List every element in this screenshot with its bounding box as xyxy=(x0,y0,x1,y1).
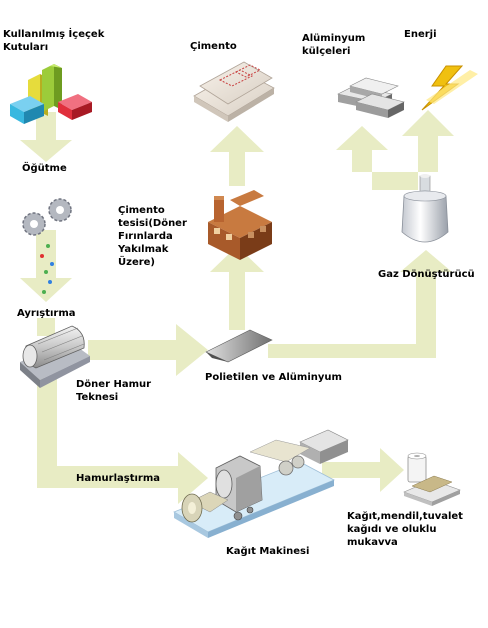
label-energy: Enerji xyxy=(404,29,437,40)
arrow-converter-to-energy xyxy=(402,110,454,172)
arrow-to-products xyxy=(322,448,404,492)
lightning-icon xyxy=(421,65,478,111)
label-cement-plant: Çimento tesisi(Döner Fırınlarda Yakılmak… xyxy=(118,205,187,268)
paper-products-icon xyxy=(403,452,461,506)
factory-icon xyxy=(208,190,272,260)
rotary-drum-icon xyxy=(20,325,90,388)
arrow-grinding-to-separation xyxy=(20,230,72,302)
arrow-polyethylene-to-converter xyxy=(268,250,452,358)
label-used-beverage-cans: Kullanılmış İçeçek Kutuları xyxy=(3,29,105,53)
gas-converter-icon xyxy=(401,174,449,243)
label-paper-products: Kağıt,mendil,tuvalet kağıdı ve oluklu mu… xyxy=(347,511,463,548)
label-gas-converter: Gaz Dönüştürücü xyxy=(378,269,475,280)
gears-icon xyxy=(22,198,72,294)
cans-icon xyxy=(10,64,92,124)
arrow-to-paper-machine xyxy=(37,452,208,504)
label-cement: Çimento xyxy=(190,41,237,52)
arrow-separation-to-pulper xyxy=(37,318,55,336)
arrow-converter-to-ingots xyxy=(336,126,418,190)
label-rotary-pulper: Döner Hamur Teknesi xyxy=(76,379,152,403)
arrow-plant-to-cement xyxy=(210,126,264,186)
aluminum-ingots-icon xyxy=(337,77,405,118)
label-polyethylene-aluminum: Polietilen ve Alüminyum xyxy=(205,372,342,383)
label-aluminum-ingots: Alüminyum külçeleri xyxy=(302,33,366,57)
label-pulping: Hamurlaştırma xyxy=(76,473,161,484)
arrow-pulper-down xyxy=(37,378,57,466)
paper-machine-icon xyxy=(173,429,349,538)
arrow-polyethylene-to-cement-plant xyxy=(210,246,264,330)
polyethylene-pile-icon xyxy=(205,329,273,363)
arrow-cans-to-grinding xyxy=(20,112,72,162)
label-grinding: Öğütme xyxy=(22,163,67,174)
label-separation: Ayrıştırma xyxy=(17,308,76,319)
cement-bags-icon xyxy=(193,61,275,122)
flow-arrows xyxy=(20,110,454,504)
label-paper-machine: Kağıt Makinesi xyxy=(226,546,310,557)
arrow-pulper-to-polyethylene xyxy=(88,324,208,376)
